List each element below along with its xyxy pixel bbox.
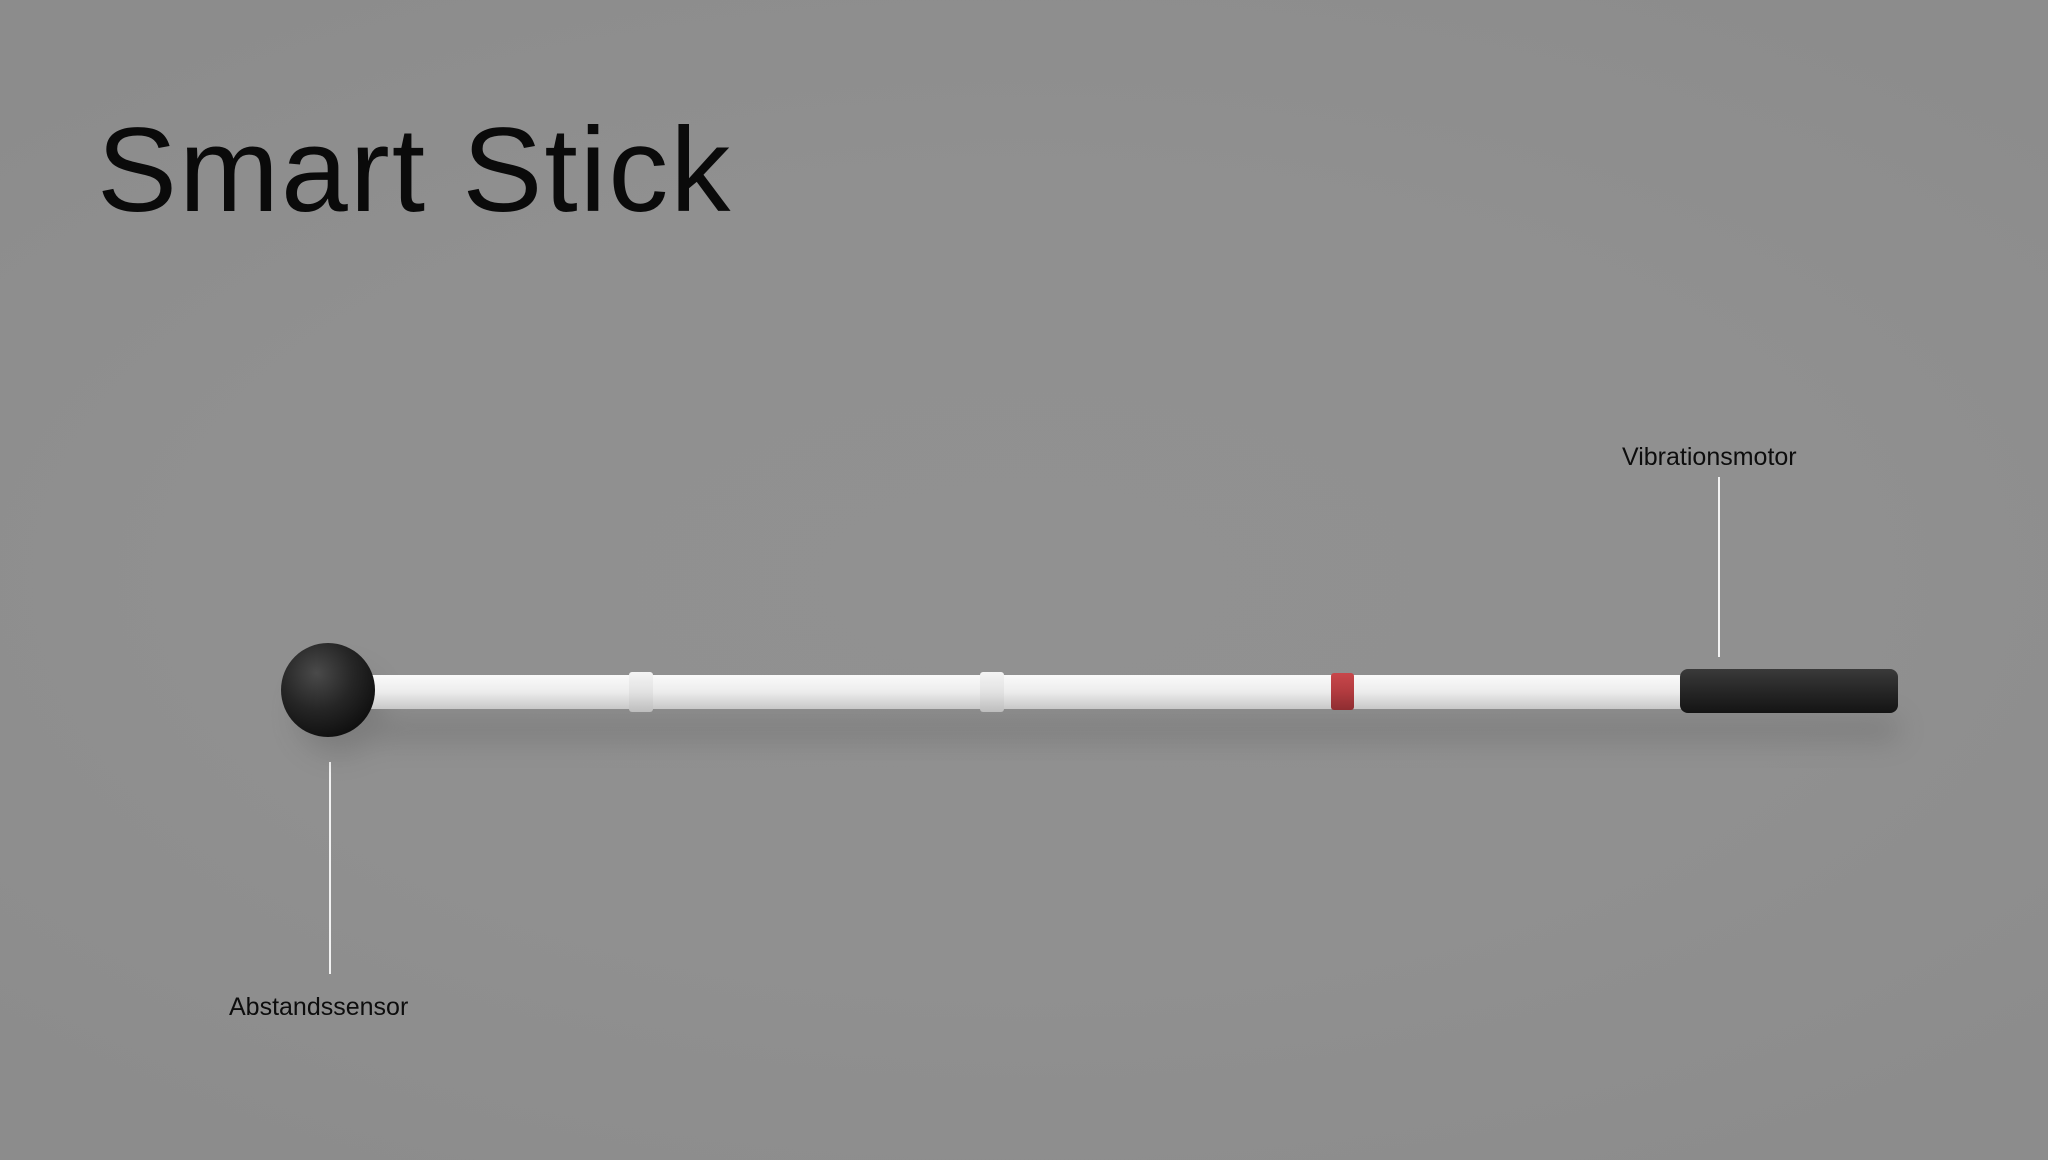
page-title: Smart Stick	[97, 103, 733, 237]
stick-shaft	[365, 675, 1685, 709]
vibration-motor-handle	[1680, 669, 1898, 713]
distance-sensor-ball	[281, 643, 375, 737]
red-reflective-band	[1331, 673, 1354, 710]
distance-sensor-callout-line	[329, 762, 331, 974]
vibration-motor-callout-line	[1718, 477, 1720, 657]
distance-sensor-label: Abstandssensor	[229, 993, 409, 1021]
shaft-joint-1	[629, 672, 653, 712]
vibration-motor-label: Vibrationsmotor	[1622, 443, 1797, 471]
shaft-joint-2	[980, 672, 1004, 712]
